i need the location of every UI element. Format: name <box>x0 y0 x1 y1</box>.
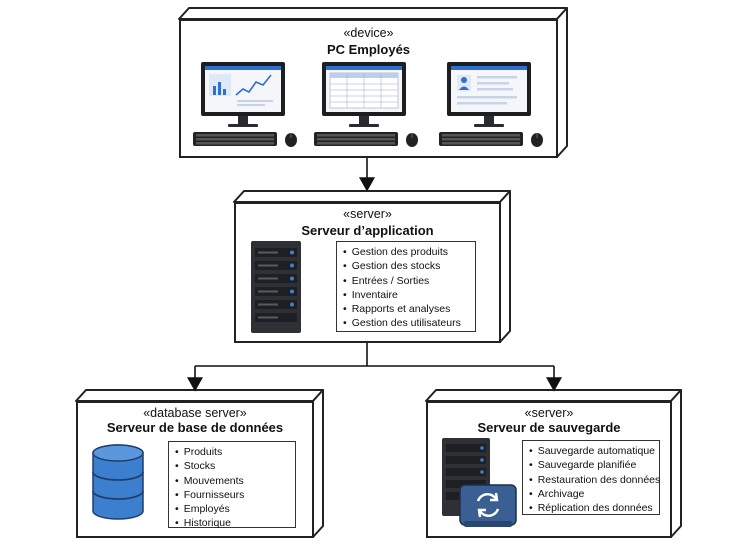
stereotype-label: «device» <box>343 26 394 40</box>
list-item: Inventaire <box>343 288 469 302</box>
monitor-table-icon <box>322 62 406 127</box>
stereotype-label: «server» <box>343 207 392 221</box>
node-serveur-application: «server» Serveur d’application Gestion d… <box>234 202 501 343</box>
list-item: Stocks <box>175 459 289 473</box>
sync-drive-icon <box>459 484 517 527</box>
list-item: Rapports et analyses <box>343 302 469 316</box>
monitor-profile-icon <box>447 62 531 127</box>
list-item: Sauvegarde planifiée <box>529 458 653 472</box>
list-item: Produits <box>175 445 289 459</box>
node-title: PC Employés <box>326 42 411 57</box>
node-title: Serveur de base de données <box>106 420 284 435</box>
keyboard-icon <box>314 132 398 146</box>
mouse-icon <box>405 132 419 148</box>
list-item: Fournisseurs <box>175 488 289 502</box>
list-item: Entrées / Sorties <box>343 274 469 288</box>
backup-functions-list: Sauvegarde automatique Sauvegarde planif… <box>522 440 660 515</box>
list-item: Historique <box>175 516 289 530</box>
node-title: Serveur de sauvegarde <box>477 420 621 435</box>
workstations-illustration <box>193 62 544 148</box>
list-item: Gestion des stocks <box>343 259 469 273</box>
list-item: Employés <box>175 502 289 516</box>
list-item: Gestion des utilisateurs <box>343 316 469 330</box>
db-tables-list: Produits Stocks Mouvements Fournisseurs … <box>168 441 296 530</box>
mouse-icon <box>284 132 298 148</box>
list-item: Restauration des données <box>529 473 661 487</box>
list-item: Archivage <box>529 487 653 501</box>
server-rack-icon <box>251 241 301 333</box>
mouse-icon <box>530 132 544 148</box>
node-serveur-de-sauvegarde: «server» Serveur de sauvegarde Sauvegard… <box>426 401 672 538</box>
stereotype-label: «database server» <box>143 406 247 420</box>
node-serveur-base-de-donnees: «database server» Serveur de base de don… <box>76 401 314 538</box>
keyboard-icon <box>193 132 277 146</box>
connector-lines <box>187 157 562 392</box>
list-item: Mouvements <box>175 474 289 488</box>
stereotype-label: «server» <box>524 406 574 420</box>
node-title: Serveur d’application <box>301 223 434 238</box>
database-cylinder-icon <box>92 444 144 520</box>
list-item: Gestion des produits <box>343 245 469 259</box>
list-item: Sauvegarde automatique <box>529 444 655 458</box>
monitor-dashboard-icon <box>201 62 285 127</box>
node-pc-employes: «device» PC Employés <box>179 19 558 158</box>
app-functions-list: Gestion des produits Gestion des stocks … <box>336 241 476 332</box>
keyboard-icon <box>439 132 523 146</box>
list-item: Réplication des données <box>529 501 653 515</box>
backup-server-illustration <box>442 438 517 527</box>
